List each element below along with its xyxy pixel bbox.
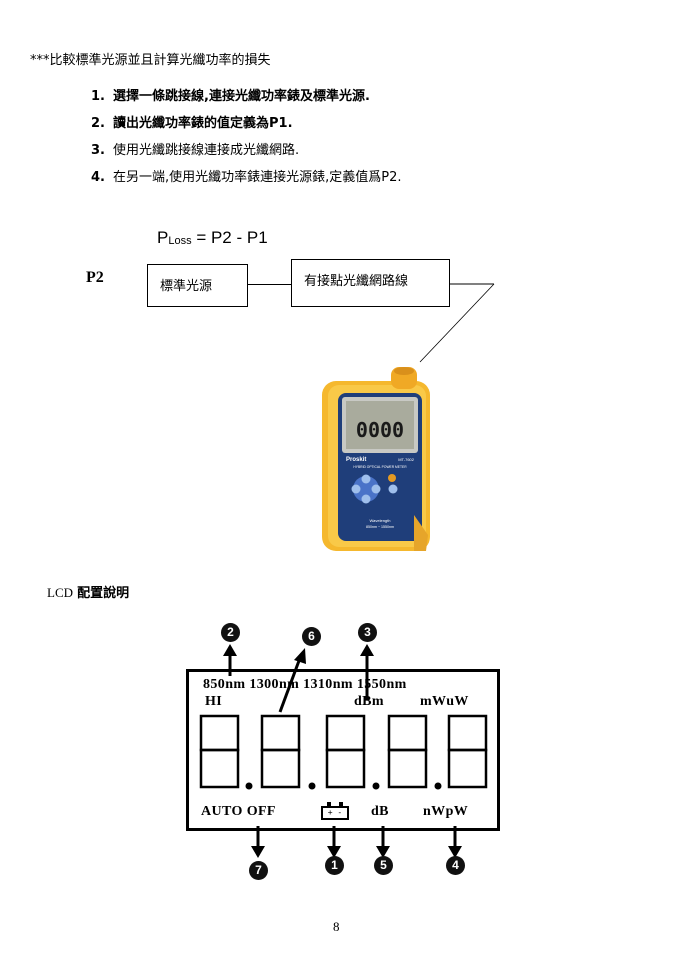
step-text: 讀出光纖功率錶的值定義為P1. [113,116,293,131]
step-2: 2. 讀出光纖功率錶的值定義為P1. [91,112,293,131]
lcd-title-en: LCD [47,585,73,600]
lcd-wavelength-row: 850nm 1300nm 1310nm 1550nm [203,677,407,692]
meter-wavelength-value: 850nm ~ 1550nm [366,525,394,529]
p2-label: P2 [86,269,104,286]
battery-signs: + - [327,808,343,817]
callout-5: 5 [374,856,393,875]
step-number: 2. [91,116,105,131]
formula-rest: = P2 - P1 [191,228,268,247]
connector-line [248,284,291,285]
battery-terminal [339,802,343,806]
step-number: 1. [91,89,105,104]
battery-icon: + - [321,806,349,820]
lcd-db: dB [371,804,389,819]
step-text: 在另一端,使用光纖功率錶連接光源錶,定義值爲P2. [113,170,402,185]
callout-4: 4 [446,856,465,875]
standard-light-source-box: 標準光源 [147,264,248,307]
box-label: 標準光源 [160,279,213,294]
lcd-title-zh: 配置說明 [77,586,130,601]
lcd-dbm: dBm [354,694,384,709]
fiber-network-box: 有接點光纖網路線 [291,259,450,307]
callout-3: 3 [358,623,377,642]
lcd-nwpw: nWpW [423,804,469,819]
power-meter-image: 0000 Proskit MT-7602 HYBRID OPTICAL POWE… [322,367,430,551]
callout-6: 6 [302,627,321,646]
lcd-auto-off: AUTO OFF [201,804,276,819]
step-number: 4. [91,170,105,185]
battery-terminal [327,802,331,806]
meter-display: 0000 [356,418,404,442]
meter-subtitle: HYBRID OPTICAL POWER METER [353,465,407,469]
formula-p: P [157,228,169,247]
step-4: 4. 在另一端,使用光纖功率錶連接光源錶,定義值爲P2. [91,166,402,185]
lcd-panel [186,669,500,831]
step-1: 1. 選擇一條跳接線,連接光纖功率錶及標準光源. [91,85,370,104]
callout-1: 1 [325,856,344,875]
formula-subscript: Loss [168,235,192,247]
step-number: 3. [91,143,105,158]
loss-formula: PLoss = P2 - P1 [157,228,268,248]
step-text: 使用光纖跳接線連接成光纖網路. [113,143,300,158]
page-number: 8 [333,919,340,934]
meter-brand: Proskit [346,457,366,463]
step-text: 選擇一條跳接線,連接光纖功率錶及標準光源. [113,89,370,104]
box-label: 有接點光纖網路線 [304,274,409,289]
lcd-mwuw: mWuW [420,694,469,709]
callout-7: 7 [249,861,268,880]
meter-wavelength-label: Wavelength [370,518,391,523]
meter-model: MT-7602 [398,457,415,462]
step-3: 3. 使用光纖跳接線連接成光纖網路. [91,139,299,158]
lcd-section-title: LCD 配置說明 [47,582,129,601]
lcd-hi: HI [205,694,223,709]
intro-text: ***比較標準光源並且計算光纖功率的損失 [30,53,271,68]
callout-2: 2 [221,623,240,642]
